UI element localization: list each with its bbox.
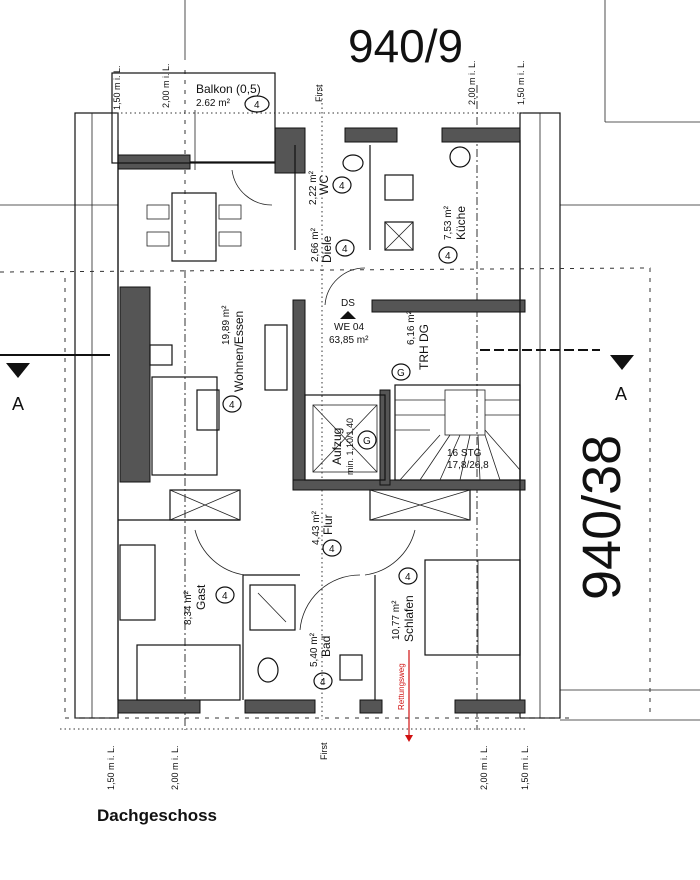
- door-swing: [299, 574, 361, 631]
- room-name-balkon: Balkon (0,5): [196, 82, 261, 96]
- sink-icon: [339, 654, 363, 681]
- room-area-wohnen: 19,89 m²: [221, 305, 232, 345]
- unit-marker-icon: [340, 311, 356, 319]
- toilet-icon: [342, 154, 364, 172]
- room-area-bad: 5,40 m²: [309, 632, 320, 667]
- svg-text:4: 4: [342, 244, 348, 255]
- section-arrow-icon: [610, 355, 634, 370]
- room-name-wohnen: Wohnen/Essen: [232, 311, 246, 392]
- room-tag-balkon: [244, 95, 270, 113]
- arrow-head-icon: [405, 735, 413, 742]
- svg-text:1,50 m i. L.: 1,50 m i. L.: [516, 60, 526, 105]
- dimension-labels: 1,50 m i. L. 2,00 m i. L. First 2,00 m i…: [106, 60, 530, 790]
- section-marker-right: A: [480, 349, 634, 404]
- svg-text:4: 4: [222, 591, 228, 602]
- svg-text:4: 4: [445, 251, 451, 262]
- unit-area: 63,85 m²: [329, 335, 369, 346]
- room-tags: 4 4 4 4 G G 4 4 4 4: [215, 176, 458, 690]
- svg-text:A: A: [12, 394, 24, 414]
- room-name-gast: Gast: [194, 584, 208, 610]
- door-swing: [231, 169, 273, 206]
- dining-table: [171, 192, 217, 262]
- svg-text:2,00 m i. L.: 2,00 m i. L.: [467, 60, 477, 105]
- room-area-diele: 2,66 m²: [310, 227, 321, 262]
- guest-bed: [136, 644, 241, 701]
- elevator: [304, 394, 386, 481]
- svg-text:4: 4: [329, 544, 335, 555]
- floor-title: Dachgeschoss: [97, 806, 217, 825]
- double-bed: [424, 559, 521, 656]
- room-name-wc: WC: [317, 175, 331, 195]
- svg-text:4: 4: [229, 400, 235, 411]
- parcel-lines: [0, 0, 700, 721]
- stove-icon: [384, 174, 414, 201]
- sofa: [151, 376, 218, 476]
- room-name-trh: TRH DG: [417, 324, 431, 370]
- svg-text:1,50 m i. L.: 1,50 m i. L.: [106, 745, 116, 790]
- escape-route-label: Rettungsweg: [397, 663, 406, 710]
- room-area-flur: 4,43 m²: [311, 510, 322, 545]
- svg-text:2,00 m i. L.: 2,00 m i. L.: [479, 745, 489, 790]
- svg-text:2,00 m i. L.: 2,00 m i. L.: [170, 745, 180, 790]
- room-area-kueche: 7,53 m²: [443, 205, 454, 240]
- room-area-balkon: 2.62 m²: [196, 98, 231, 109]
- svg-text:G: G: [397, 368, 405, 379]
- door-swing: [364, 529, 416, 576]
- desk: [119, 544, 156, 621]
- unit-name: WE 04: [334, 322, 364, 333]
- furniture: [119, 146, 521, 701]
- unit-marker: DS: [341, 298, 355, 309]
- svg-text:4: 4: [320, 677, 326, 688]
- room-area-wc: 2,22 m²: [308, 170, 319, 205]
- shower: [249, 584, 296, 631]
- door-swing: [194, 529, 246, 576]
- roof-outline: [0, 70, 651, 730]
- parcel-number-right: 940/38: [572, 435, 632, 600]
- room-name-aufzug: Aufzug: [330, 428, 344, 465]
- section-arrow-icon: [6, 363, 30, 378]
- room-name-diele: Diele: [320, 235, 334, 263]
- room-labels: WC 2,22 m² Diele 2,66 m² Küche 7,53 m² W…: [183, 170, 468, 667]
- svg-text:2,00 m i. L.: 2,00 m i. L.: [161, 63, 171, 108]
- svg-text:4: 4: [405, 572, 411, 583]
- room-tag-label: 4: [254, 100, 260, 111]
- svg-text:1,50 m i. L.: 1,50 m i. L.: [112, 65, 122, 110]
- svg-text:4: 4: [339, 181, 345, 192]
- svg-text:First: First: [314, 84, 324, 102]
- room-area-gast: 8,34 m²: [183, 590, 194, 625]
- svg-text:G: G: [363, 436, 371, 447]
- balcony: [111, 72, 276, 164]
- staircase: [394, 384, 521, 481]
- room-name-kueche: Küche: [454, 206, 468, 240]
- parcel-number-top: 940/9: [348, 20, 463, 72]
- svg-text:A: A: [615, 384, 627, 404]
- door-swing: [324, 267, 366, 306]
- section-marker-left: A: [0, 354, 110, 414]
- room-area-schlafen: 10,77 m²: [391, 600, 402, 640]
- stairs-steps: 16 STG: [447, 448, 482, 459]
- walls: [117, 110, 526, 714]
- svg-text:1,50 m i. L.: 1,50 m i. L.: [520, 745, 530, 790]
- stairs-ratio: 17,8/26,8: [447, 460, 489, 471]
- room-area-aufzug: min. 1,10/1,40: [345, 418, 355, 475]
- sink-icon: [449, 146, 471, 168]
- toilet-icon: [257, 657, 279, 683]
- room-name-schlafen: Schlafen: [402, 595, 416, 642]
- room-name-flur: Flur: [321, 514, 335, 535]
- svg-text:First: First: [319, 742, 329, 760]
- room-area-trh: 6,16 m²: [406, 310, 417, 345]
- room-name-bad: Bad: [319, 636, 333, 657]
